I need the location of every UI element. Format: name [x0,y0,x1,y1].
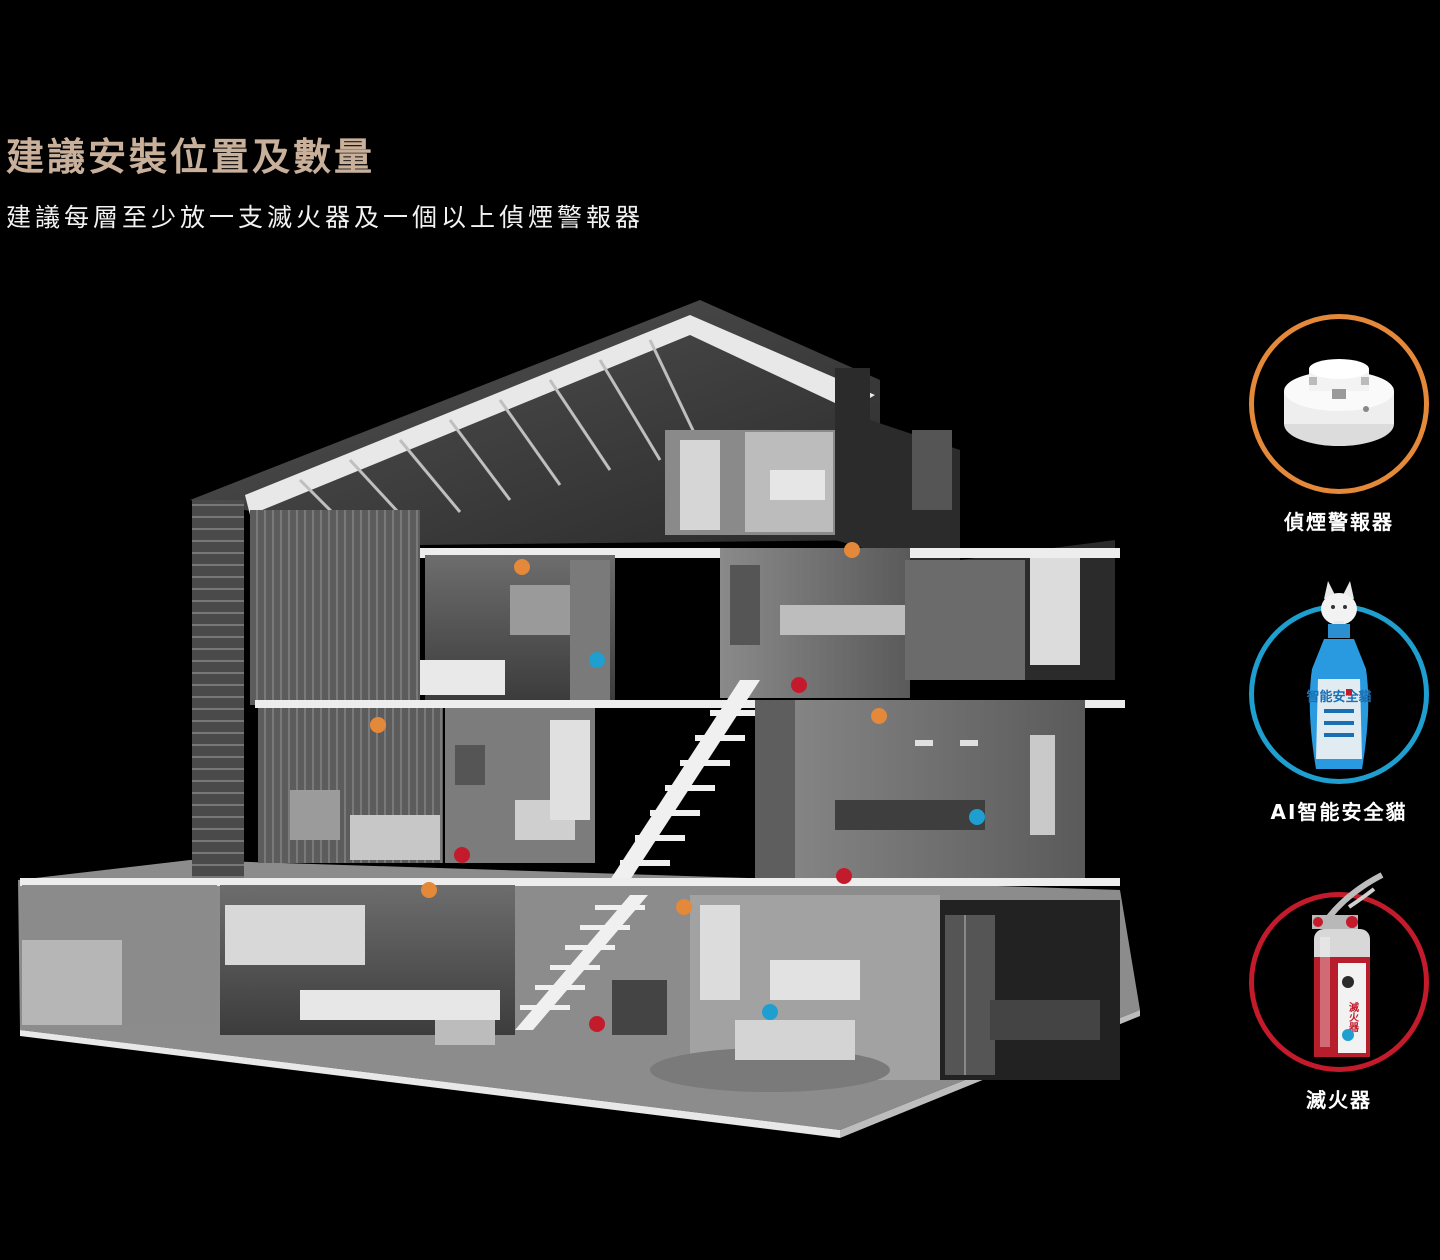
staircase-upper [610,680,760,880]
legend-smoke-detector: 偵煙警報器 [1249,314,1429,535]
room-upper-right [720,548,1025,698]
marker-safety-cat [589,652,605,668]
marker-smoke-detector [514,559,530,575]
marker-extinguisher [589,1016,605,1032]
exterior-wall-left [192,500,244,880]
fire-extinguisher-icon: 滅火器 [1312,872,1384,1057]
room-ground-bedroom [650,895,940,1092]
room-ground-left [22,885,217,1025]
legend-ring-safety-cat: 智能安全貓 [1249,581,1429,784]
room-upper-left [335,555,615,700]
marker-safety-cat [969,809,985,825]
markers [370,542,985,1032]
house-cutaway-illustration [18,300,1140,1138]
legend-ring-smoke-detector [1249,314,1429,494]
marker-safety-cat [762,1004,778,1020]
cat-bottle-text: 智能安全貓 [1306,689,1371,705]
marker-extinguisher [836,868,852,884]
page-title: 建議安裝位置及數量 [6,135,376,179]
marker-smoke-detector [871,708,887,724]
marker-smoke-detector [370,717,386,733]
smoke-detector-icon [1284,359,1394,446]
page-subtitle: 建議每層至少放一支滅火器及一個以上偵煙警報器 [6,203,645,232]
room-ground-living [220,885,515,1045]
legend-ring-extinguisher: 滅火器 [1249,872,1429,1072]
room-kitchen [755,700,1085,885]
room-mid-center [445,708,595,863]
room-mid-left [258,708,443,863]
staircase-lower [515,895,648,1030]
safety-cat-extinguisher-icon: 智能安全貓 [1306,581,1372,769]
plant [612,980,667,1035]
extinguisher-text: 滅火器 [1347,1001,1360,1033]
attic-room [665,430,835,535]
marker-extinguisher [454,847,470,863]
legend-label-smoke-detector: 偵煙警報器 [1284,510,1394,534]
legend-label-safety-cat: AI智能安全貓 [1270,800,1408,824]
marker-smoke-detector [421,882,437,898]
marker-extinguisher [791,677,807,693]
marker-smoke-detector [844,542,860,558]
glass-facade [940,900,1120,1080]
legend-safety-cat: 智能安全貓 AI智能安全貓 [1249,581,1429,825]
legend-extinguisher: 滅火器 滅火器 [1249,872,1429,1113]
curtain-wall [250,510,420,705]
legend-label-extinguisher: 滅火器 [1306,1088,1372,1112]
marker-smoke-detector [676,899,692,915]
